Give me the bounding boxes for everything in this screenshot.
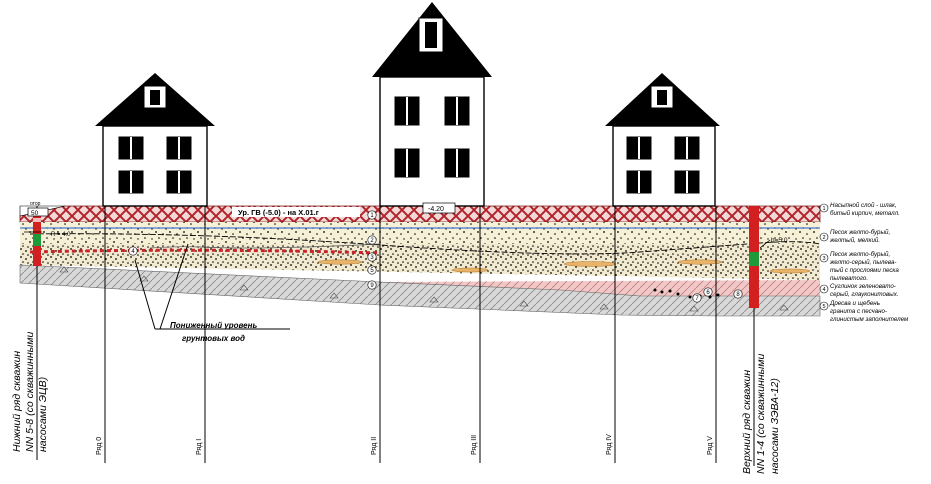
svg-text:3: 3	[370, 255, 374, 261]
red-lens	[29, 248, 381, 255]
elev-50-label: 50	[31, 210, 39, 217]
svg-text:NN 1-4 (со скважинными: NN 1-4 (со скважинными	[755, 353, 767, 474]
legend-item-1: 1 Насыпной слой - шлак, битый кирпич, ме…	[819, 202, 900, 217]
well-upper-caption: Верхний ряд скважин NN 1-4 (со скважинны…	[741, 353, 781, 474]
svg-text:Песок желто-бурый,: Песок желто-бурый,	[830, 251, 890, 258]
row-labels: Ряд 0 Ряд I Ряд II Ряд III Ряд IV Ряд V	[96, 434, 714, 455]
top-small-label: отор	[30, 201, 41, 207]
house-center	[372, 2, 492, 207]
elev-50-box	[27, 207, 49, 217]
svg-text:9: 9	[370, 283, 374, 289]
legend: 1 Насыпной слой - шлак, битый кирпич, ме…	[819, 202, 909, 323]
row-label-0: Ряд 0	[96, 437, 103, 455]
r-label: R = 4.0	[51, 232, 71, 238]
row-label-5: Ряд V	[707, 436, 714, 455]
elev-420-box	[422, 202, 456, 214]
svg-text:Суглинок зеленовато-: Суглинок зеленовато-	[830, 283, 896, 290]
lowered-level-curve	[29, 233, 821, 255]
svg-text:серый, глауконитовых.: серый, глауконитовых.	[830, 291, 899, 298]
well-lower	[33, 206, 41, 460]
lowered-level-label-2: грунтовых вод	[182, 334, 245, 343]
row-label-3: Ряд III	[471, 435, 478, 455]
svg-text:3: 3	[822, 256, 825, 262]
svg-text:1: 1	[370, 213, 374, 219]
svg-text:7: 7	[695, 296, 699, 302]
layer-number-markers: 1 2 3 4 5 6 7 8 9	[128, 210, 743, 303]
lowered-level-pointers	[134, 243, 290, 330]
legend-item-5: 5 Дресва и щебень гранита с песчано- гли…	[819, 300, 909, 323]
well-lower-caption: Нижний ряд скважин NN 5-8 (со скважинным…	[11, 331, 49, 452]
svg-text:6: 6	[706, 290, 710, 296]
elev-420-label: -4.20	[428, 206, 444, 213]
legend-item-2: 2 Песок желто-бурый, желтый, мелкий.	[819, 229, 890, 244]
house-right	[605, 73, 720, 207]
svg-text:пылеватого.: пылеватого.	[830, 275, 868, 282]
svg-text:Дресва и щебень: Дресва и щебень	[829, 300, 880, 307]
sand-lenses	[317, 259, 811, 274]
legend-item-3: 3 Песок желто-бурый, желто-серый, пылева…	[819, 251, 899, 282]
svg-text:насосами ЭЦВ): насосами ЭЦВ)	[37, 377, 49, 452]
gw-label-box	[232, 207, 360, 217]
svg-text:5: 5	[822, 304, 825, 310]
svg-text:глинистым заполнителем: глинистым заполнителем	[830, 316, 909, 323]
layer-loam	[19, 264, 821, 317]
well-upper	[749, 206, 759, 466]
legend-item-4: 4 Суглинок зеленовато- серый, глауконито…	[819, 283, 899, 298]
row-lines	[104, 206, 717, 463]
h-label: h=5.0	[771, 237, 788, 244]
svg-text:5: 5	[370, 268, 374, 274]
h-pointer	[759, 239, 771, 249]
svg-text:насосами ЗЭВА-12): насосами ЗЭВА-12)	[769, 378, 781, 474]
layer-1-fill	[19, 205, 821, 223]
svg-text:гранита с песчано-: гранита с песчано-	[830, 308, 887, 315]
svg-text:Песок желто-бурый,: Песок желто-бурый,	[830, 229, 890, 236]
svg-text:1: 1	[822, 206, 825, 212]
svg-text:4: 4	[131, 249, 135, 255]
gravel-marks	[59, 266, 789, 312]
svg-text:2: 2	[370, 238, 374, 244]
layer-3-sand	[20, 244, 820, 280]
row-label-1: Ряд I	[196, 439, 203, 455]
house-left	[95, 73, 215, 207]
depression-curve	[149, 243, 381, 249]
svg-text:4: 4	[822, 287, 825, 293]
gw-level-label: Ур. ГВ (-5.0) - на Х.01.г	[238, 208, 319, 217]
svg-text:битый кирпич, металл.: битый кирпич, металл.	[830, 210, 900, 217]
svg-text:8: 8	[736, 292, 740, 298]
svg-text:2: 2	[822, 235, 825, 241]
svg-text:Нижний ряд скважин: Нижний ряд скважин	[11, 351, 23, 452]
row-label-2: Ряд II	[371, 437, 378, 455]
svg-text:тый с прослоями песка: тый с прослоями песка	[830, 267, 899, 274]
svg-text:желтый, мелкий.: желтый, мелкий.	[829, 237, 880, 244]
svg-text:NN 5-8 (со скважинными: NN 5-8 (со скважинными	[24, 331, 36, 452]
lowered-level-label-1: Пониженный уровень	[170, 321, 257, 330]
svg-text:Насыпной слой - шлак,: Насыпной слой - шлак,	[830, 202, 897, 209]
svg-text:Верхний ряд скважин: Верхний ряд скважин	[741, 370, 753, 474]
layer-2-sand	[20, 222, 820, 244]
row-label-4: Ряд IV	[606, 434, 613, 455]
svg-text:желто-серый, пылева-: желто-серый, пылева-	[829, 259, 896, 266]
